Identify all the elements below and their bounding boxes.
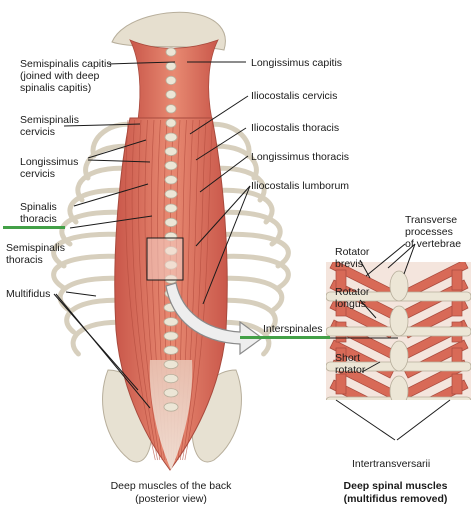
intertransversarius [451,269,463,291]
intertransversarius [335,269,347,291]
intertransversarius [451,373,463,395]
label-iliocostalis-lumborum: Iliocostalis lumborum [251,180,350,192]
interspinales-highlight [240,336,330,339]
striation [125,119,156,461]
vertebra [165,61,177,71]
label-rotator-longus: Rotator longus [335,286,370,310]
vertebra [163,402,179,412]
label-iliocostalis-cervicis: Iliocostalis cervicis [251,90,338,102]
label-semispinalis-cervicis: Semispinalis cervicis [20,114,79,138]
spinous-process [389,305,409,337]
label-short-rotator: Short rotator [335,352,366,376]
striation [131,119,158,461]
vertebra [164,203,178,213]
thoracolumbar-aponeurosis [149,360,193,470]
vertebra [164,217,178,227]
label-longissimus-thoracis: Longissimus thoracis [251,151,350,163]
label-iliocostalis-thoracis: Iliocostalis thoracis [251,122,340,134]
vertebra [163,317,179,327]
vertebra [165,75,177,86]
spinous-process [389,270,409,302]
vertebra [164,189,178,199]
spinous-process [389,375,409,400]
zoom-arrow [165,282,264,356]
vertebra [165,47,177,57]
vertebra [165,104,177,114]
deep-spinal-muscles-illustration [326,262,471,400]
zoom-region-box [146,237,184,281]
vertebra [163,345,179,355]
vertebra [164,132,178,142]
vertebra [163,373,179,384]
label-transverse-processes: Transverse processes of vertebrae [405,214,462,250]
striation [184,119,213,461]
label-interspinales: Interspinales [263,323,323,335]
striation [182,119,207,461]
spinous-process [389,340,409,372]
leader-lines [53,61,451,441]
vertebra [163,388,179,398]
label-semispinalis-capitis: Semispinalis capitis (joined with deep s… [20,58,112,94]
vertebra [164,175,178,185]
striation [138,119,161,461]
label-spinalis-thoracis: Spinalis thoracis [20,201,57,225]
vertebra [165,118,177,128]
label-longissimus-capitis: Longissimus capitis [251,57,343,69]
caption-right: Deep spinal muscles (multifidus removed) [343,480,448,505]
spinalis-thoracis-highlight [3,226,65,229]
label-intertransversarii: Intertransversarii [352,458,431,470]
skull-base [111,11,226,51]
vertebra [163,359,179,369]
caption-left: Deep muscles of the back (posterior view… [110,480,232,505]
vertebra [164,161,178,171]
label-multifidus: Multifidus [6,288,51,300]
vertebra [165,90,177,100]
label-rotator-brevis: Rotator brevis [335,246,370,270]
intertransversarius [335,373,347,395]
label-semispinalis-thoracis: Semispinalis thoracis [6,242,65,266]
vertebra [163,331,179,341]
vertebra [164,146,178,156]
intertransversarius [451,399,463,400]
label-longissimus-cervicis: Longissimus cervicis [20,156,79,180]
